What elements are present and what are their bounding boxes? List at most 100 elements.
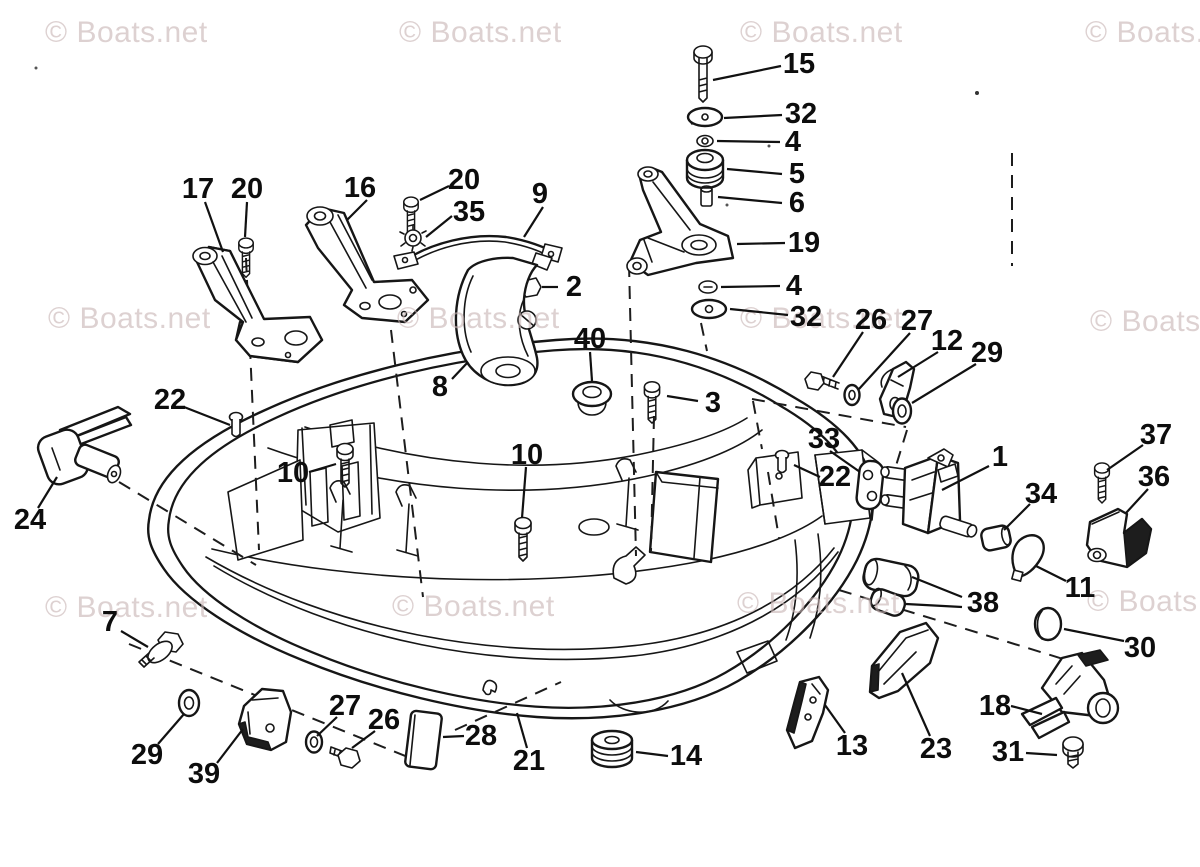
callout-leader-line xyxy=(911,363,977,404)
callout-leader-line xyxy=(736,241,786,246)
callout-3: 3 xyxy=(705,387,721,419)
callout-leader-line xyxy=(824,704,846,734)
callout-leader-line xyxy=(451,361,469,380)
part-38-float-cylinder-small xyxy=(869,587,907,617)
callout-leader-line xyxy=(723,113,783,120)
callout-leader-line xyxy=(1035,565,1067,582)
watermark-text: © Boats.net xyxy=(1085,16,1200,49)
tray-drain-hole xyxy=(578,518,610,536)
callout-19: 19 xyxy=(788,227,820,259)
part-32-washer xyxy=(690,298,728,320)
callout-leader-line xyxy=(829,450,861,473)
callout-leader-line xyxy=(316,716,338,737)
callout-leader-line xyxy=(243,201,249,238)
callout-40: 40 xyxy=(574,323,606,355)
part-4-grommet xyxy=(698,280,718,294)
callout-13: 13 xyxy=(836,730,868,762)
part-13-clip xyxy=(785,675,830,750)
part-19-support-bracket xyxy=(626,166,735,277)
callout-leader-line xyxy=(858,332,911,390)
callout-6: 6 xyxy=(789,187,805,219)
callout-leader-line xyxy=(588,351,594,382)
part-15-long-bolt xyxy=(693,45,713,103)
callout-31: 31 xyxy=(992,736,1024,768)
tray-right-clip xyxy=(747,451,803,509)
callout-18: 18 xyxy=(979,690,1011,722)
callout-20: 20 xyxy=(448,164,480,196)
callout-35: 35 xyxy=(453,196,485,228)
part-36-bracket xyxy=(1085,507,1153,569)
watermark-text: © Boats.net xyxy=(737,587,900,620)
callout-leader-line xyxy=(120,630,149,648)
callout-36: 36 xyxy=(1138,461,1170,493)
callout-leader-line xyxy=(183,405,231,427)
callout-leader-line xyxy=(635,750,669,758)
callout-21: 21 xyxy=(513,745,545,777)
callout-26: 26 xyxy=(368,704,400,736)
watermark-text: © Boats.net xyxy=(399,16,562,49)
part-26-screw xyxy=(329,746,361,769)
callout-5: 5 xyxy=(789,158,805,190)
part-24-shift-lever xyxy=(36,405,133,486)
callout-leader-line xyxy=(1010,704,1043,716)
part-14-washer-stack xyxy=(590,729,634,769)
callout-11: 11 xyxy=(1065,572,1096,604)
part-1-fuel-connector xyxy=(880,448,978,538)
callout-leader-line xyxy=(666,394,699,403)
watermark-text: © Boats.net xyxy=(45,16,208,49)
callout-leader-line xyxy=(1025,751,1058,757)
callout-22: 22 xyxy=(819,461,851,493)
callout-12: 12 xyxy=(931,325,963,357)
callout-29: 29 xyxy=(971,337,1003,369)
callout-7: 7 xyxy=(102,606,118,638)
callout-26: 26 xyxy=(855,304,887,336)
part-6-spacer xyxy=(700,185,713,207)
part-26-screw xyxy=(804,371,840,391)
callout-leader-line xyxy=(900,672,932,737)
part-38-float-cylinder xyxy=(862,557,920,598)
callout-leader-line xyxy=(712,64,782,82)
part-30-cap xyxy=(1033,606,1063,642)
callout-30: 30 xyxy=(1124,632,1156,664)
callout-10: 10 xyxy=(277,457,309,489)
callout-leader-line xyxy=(157,713,185,745)
callout-leader-line xyxy=(1106,444,1144,471)
callout-39: 39 xyxy=(188,758,220,790)
callout-leader-line xyxy=(346,199,368,221)
part-29-washer xyxy=(891,397,913,425)
tray-wedge-box xyxy=(648,470,720,564)
part-27-washer xyxy=(843,383,861,407)
callout-10: 10 xyxy=(511,439,543,471)
part-5-rubber-mount xyxy=(685,148,725,190)
tray-spring-clip xyxy=(612,546,646,585)
callout-27: 27 xyxy=(901,305,933,337)
callout-27: 27 xyxy=(329,690,361,722)
watermark-layer: © Boats.net © Boats.net © Boats.net © Boats… xyxy=(45,16,1200,624)
callout-17: 17 xyxy=(182,173,214,205)
watermark-text: © Boats.net xyxy=(48,302,211,335)
callout-leader-line xyxy=(523,206,544,238)
callout-9: 9 xyxy=(532,178,548,210)
part-21-engine-cover-tray xyxy=(147,337,879,720)
callout-15: 15 xyxy=(783,48,815,80)
part-22-pin xyxy=(228,411,244,438)
callout-28: 28 xyxy=(465,720,497,752)
part-9-ground-cable xyxy=(393,234,563,271)
part-22-pin xyxy=(774,449,790,474)
part-35-star-washer xyxy=(399,224,427,252)
part-18-lock-bracket xyxy=(1020,649,1120,740)
part-34-plug xyxy=(980,524,1012,552)
callout-14: 14 xyxy=(670,740,702,772)
part-17-mount-bracket xyxy=(192,245,324,364)
watermark-text: © Boats.net xyxy=(1087,585,1200,618)
callout-leader-line xyxy=(37,476,58,509)
callout-leader-line xyxy=(1063,627,1125,643)
callout-leader-line xyxy=(726,167,783,176)
callout-33: 33 xyxy=(808,423,840,455)
callout-leader-line xyxy=(442,734,465,739)
callout-leader-line xyxy=(720,284,781,289)
watermark-text: © Boats.net xyxy=(45,591,208,624)
callout-2: 2 xyxy=(566,271,582,303)
